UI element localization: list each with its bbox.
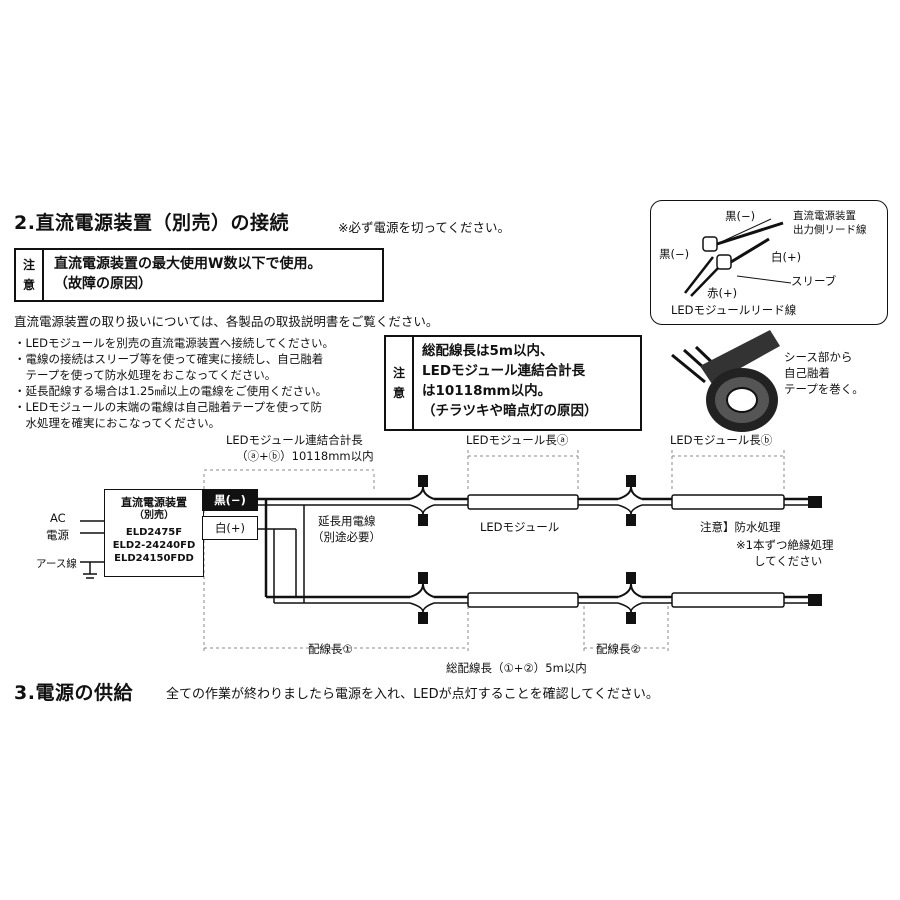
power-supply-instruction: 全ての作業が終わりましたら電源を入れ、LEDが点灯することを確認してください。 <box>166 687 659 702</box>
warning-box-wiring-length: 注 意 総配線長は5m以内、 LEDモジュール連結合計長 は10118mm以内。… <box>384 335 642 431</box>
terminal-positive-white: 白(+) <box>202 516 258 540</box>
ac-label: AC <box>50 511 66 525</box>
warning-tag-char: 意 <box>392 386 405 400</box>
extension-wire-note: （別途必要） <box>312 530 381 544</box>
power-off-note: ※必ず電源を切ってください。 <box>338 220 510 235</box>
warning-tag-char: 意 <box>22 278 35 292</box>
instruction-item: ・LEDモジュールを別売の直流電源装置へ接続してください。 <box>14 336 335 350</box>
manual-reference-text: 直流電源装置の取り扱いについては、各製品の取扱説明書をご覧ください。 <box>14 314 439 329</box>
warning-tag-char: 注 <box>22 258 35 272</box>
sleeve-connection-inset: 黒(−) 直流電源装置 出力側リード線 黒(−) 白(+) スリーブ 赤(+) … <box>650 200 888 325</box>
warning-line: LEDモジュール連結合計長 <box>422 363 586 379</box>
inset-black-label: 黒(−) <box>725 209 756 223</box>
instruction-item: ・LEDモジュールの末端の電線は自己融着テープを使って防 <box>14 400 322 414</box>
inset-psu-lead-label: 出力側リード線 <box>793 224 867 236</box>
inset-red-label: 赤(+) <box>707 286 738 300</box>
instruction-item: ・電線の接続はスリーブ等を使って確実に接続し、自己融着 <box>14 352 324 366</box>
insulation-note: してください <box>754 554 823 568</box>
instructions-list: ・LEDモジュールを別売の直流電源装置へ接続してください。 ・電線の接続はスリー… <box>14 335 334 431</box>
power-source-label: 電源 <box>46 528 69 542</box>
wiring-length-2-label: 配線長② <box>596 642 641 656</box>
terminal-negative-black: 黒(−) <box>202 489 258 511</box>
tape-note-line: テープを巻く。 <box>784 382 864 396</box>
warning-line: 直流電源装置の最大使用W数以下で使用。 <box>54 256 322 272</box>
tape-note-line: 自己融着 <box>784 366 830 380</box>
instruction-item: ・延長配線する場合は1.25㎟以上の電線をご使用ください。 <box>14 384 328 398</box>
total-wiring-length-label: 総配線長（①+②）5m以内 <box>446 661 587 675</box>
total-module-length-limit: （ⓐ+ⓑ）10118mm以内 <box>236 449 374 463</box>
warning-line: （チラツキや暗点灯の原因） <box>422 403 598 419</box>
module-length-a-label: LEDモジュール長ⓐ <box>466 433 569 447</box>
inset-sleeve-label: スリーブ <box>791 274 837 288</box>
psu-model: ELD2475F <box>125 527 183 538</box>
psu-subtitle: （別売） <box>134 510 174 521</box>
inset-black-left-label: 黒(−) <box>659 247 690 261</box>
warning-box-max-watt: 注 意 直流電源装置の最大使用W数以下で使用。 （故障の原因） <box>14 248 384 302</box>
warning-tag: 注 意 <box>16 250 44 300</box>
inset-white-label: 白(+) <box>771 250 802 264</box>
warning-line: （故障の原因） <box>54 276 152 292</box>
instruction-item: 水処理を確実におこなってください。 <box>14 416 221 430</box>
warning-line: は10118mm以内。 <box>422 383 552 399</box>
wiring-length-1-label: 配線長① <box>308 642 353 656</box>
inset-psu-lead-label: 直流電源装置 <box>793 210 856 222</box>
waterproof-note: 注意】防水処理 <box>700 520 781 534</box>
total-module-length-label: LEDモジュール連結合計長 <box>226 433 363 447</box>
warning-tag-char: 注 <box>392 366 405 380</box>
instruction-item: テープを使って防水処理をおこなってください。 <box>14 368 277 382</box>
psu-model: ELD24150FDD <box>114 553 194 564</box>
led-module-label: LEDモジュール <box>480 520 560 534</box>
sleeve-illustration <box>684 218 792 297</box>
dc-power-supply-box: 直流電源装置 （別売） ELD2475F ELD2-24240FD ELD241… <box>104 489 204 577</box>
psu-title: 直流電源装置 <box>121 496 187 509</box>
inset-led-lead-label: LEDモジュールリード線 <box>671 303 797 317</box>
extension-wire-label: 延長用電線 <box>318 514 376 528</box>
tape-note-line: シース部から <box>784 350 853 364</box>
earth-wire-label: アース線 <box>36 558 77 570</box>
module-length-b-label: LEDモジュール長ⓑ <box>670 433 773 447</box>
warning-line: 総配線長は5m以内、 <box>422 343 554 359</box>
section-3-title: 3.電源の供給 <box>14 682 133 704</box>
warning-tag: 注 意 <box>386 337 414 429</box>
section-2-title: 2.直流電源装置（別売）の接続 <box>14 212 289 234</box>
insulation-note: ※1本ずつ絶縁処理 <box>736 538 834 552</box>
psu-model: ELD2-24240FD <box>112 540 196 551</box>
